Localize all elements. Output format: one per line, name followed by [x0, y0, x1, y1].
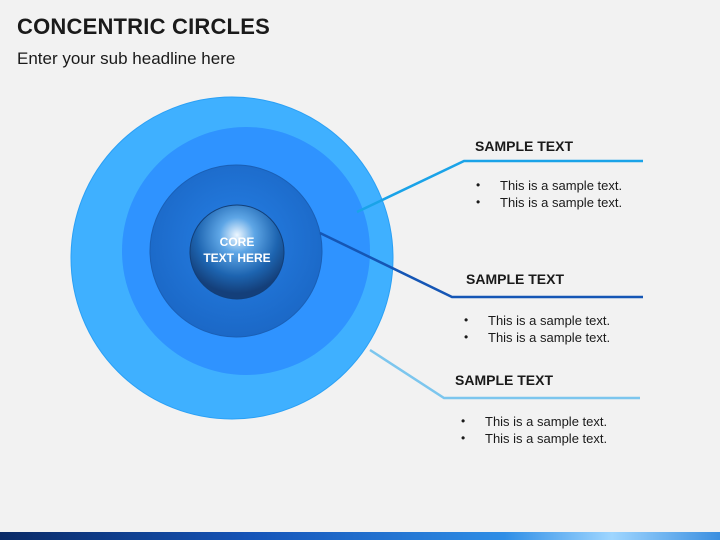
- core-label-line2: TEXT HERE: [203, 251, 271, 265]
- core-label: CORE TEXT HERE: [187, 234, 287, 266]
- page-title: CONCENTRIC CIRCLES: [17, 14, 270, 39]
- callout-3-bullets: This is a sample text. This is a sample …: [461, 413, 607, 447]
- core-label-line1: CORE: [219, 235, 255, 249]
- core-circle: [189, 204, 285, 300]
- list-item: This is a sample text.: [461, 430, 607, 447]
- callout-2-heading: SAMPLE TEXT: [466, 271, 565, 287]
- list-item: This is a sample text.: [464, 329, 610, 346]
- list-item: This is a sample text.: [476, 177, 622, 194]
- page-subtitle: Enter your sub headline here: [17, 49, 236, 68]
- callout-2-connector: [319, 231, 643, 299]
- list-item: This is a sample text.: [461, 413, 607, 430]
- callout-1-heading: SAMPLE TEXT: [475, 138, 574, 154]
- callout-1-connector: [356, 159, 643, 214]
- callout-3-connector: [369, 348, 640, 400]
- callout-1-bullets: This is a sample text. This is a sample …: [476, 177, 622, 211]
- callout-2-bullets: This is a sample text. This is a sample …: [464, 312, 610, 346]
- callout-3-heading: SAMPLE TEXT: [455, 372, 554, 388]
- list-item: This is a sample text.: [476, 194, 622, 211]
- footer-accent-bar: [0, 532, 720, 540]
- list-item: This is a sample text.: [464, 312, 610, 329]
